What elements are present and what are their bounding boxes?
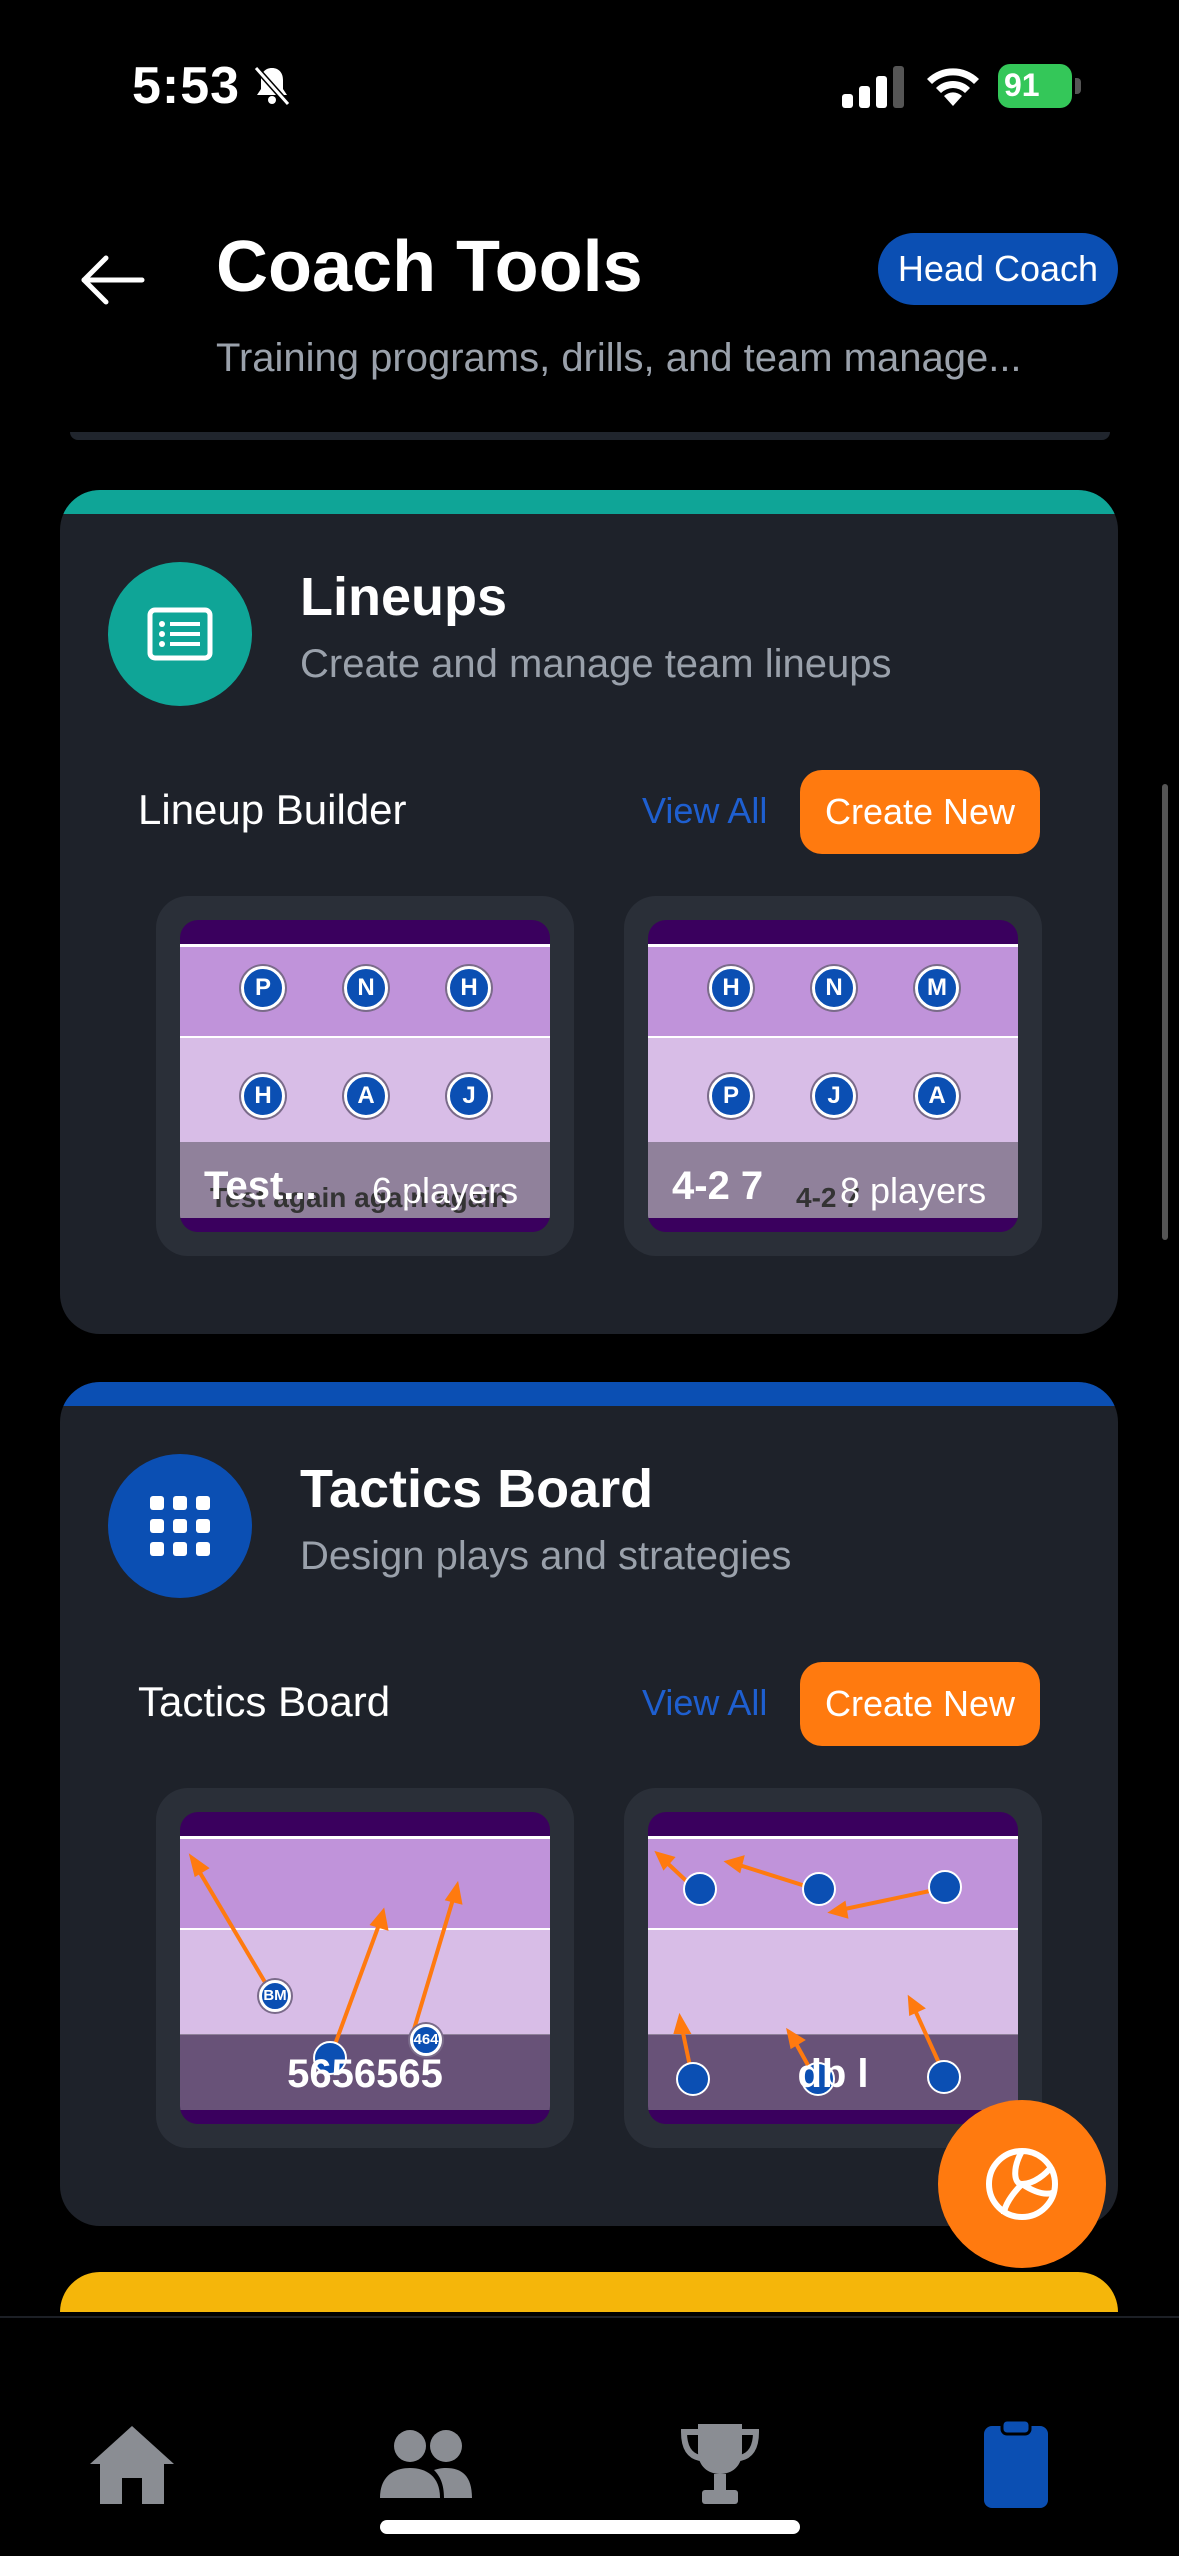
back-arrow-icon[interactable]: [72, 240, 152, 320]
player-marker: [801, 2062, 835, 2096]
player-marker: M: [915, 966, 959, 1010]
tactics-create-new-button[interactable]: Create New: [800, 1662, 1040, 1746]
page-subtitle: Training programs, drills, and team mana…: [216, 336, 1022, 380]
lineups-create-new-button[interactable]: Create New: [800, 770, 1040, 854]
status-bar: 5:53 91: [0, 0, 1179, 170]
lineup-name: Test...: [204, 1164, 317, 1208]
court-preview: P N H H A J Test again again again Test.…: [180, 920, 550, 1232]
lineups-accent-stripe: [60, 490, 1118, 514]
tactics-view-all-link[interactable]: View All: [642, 1682, 768, 1723]
volleyball-fab-button[interactable]: [938, 2100, 1106, 2268]
cell-signal-icon: [842, 66, 904, 108]
battery-level: 91: [1004, 67, 1040, 103]
player-marker: [313, 2041, 347, 2075]
player-marker: [676, 2062, 710, 2096]
tactic-name: db l: [797, 2052, 869, 2096]
tactic-name: 5656565: [287, 2052, 443, 2096]
player-marker: H: [709, 966, 753, 1010]
lineup-player-count: 8 players: [840, 1170, 987, 1211]
tab-bar: [0, 2316, 1179, 2556]
player-marker: A: [915, 1074, 959, 1118]
tactic-thumbnail[interactable]: BM 464 5656565: [156, 1788, 574, 2148]
lineups-view-all-link[interactable]: View All: [642, 790, 768, 831]
list-icon: [147, 607, 213, 661]
player-marker: 464: [410, 2024, 442, 2056]
next-card-stripe: [60, 2272, 1118, 2312]
page-title: Coach Tools: [216, 227, 643, 307]
lineup-builder-label: Lineup Builder: [138, 786, 407, 833]
court-preview: BM 464 5656565: [180, 1812, 550, 2124]
play-arrows: [188, 1853, 463, 2059]
tactics-accent-stripe: [60, 1382, 1118, 1406]
lineups-description: Create and manage team lineups: [300, 642, 892, 686]
lineup-thumbnail[interactable]: H N M P J A 4-2 7 4-2 7 8 players: [624, 896, 1042, 1256]
lineups-card: Lineups Create and manage team lineups L…: [60, 490, 1118, 1334]
court-preview: H N M P J A 4-2 7 4-2 7 8 players: [648, 920, 1018, 1232]
lineup-player-count: 6 players: [372, 1170, 519, 1211]
player-marker: H: [241, 1074, 285, 1118]
player-marker: [802, 1872, 836, 1906]
player-marker: J: [812, 1074, 856, 1118]
lineups-icon-circle: [108, 562, 252, 706]
scroll-indicator[interactable]: [1162, 784, 1168, 1240]
role-badge: Head Coach: [878, 233, 1118, 305]
wifi-icon: [927, 68, 979, 106]
lineup-thumbnail[interactable]: P N H H A J Test again again again Test.…: [156, 896, 574, 1256]
lineup-ghost-name: 4-2 7: [796, 1182, 860, 1213]
player-marker: P: [709, 1074, 753, 1118]
court-preview: db l: [648, 1812, 1018, 2124]
header-divider: [70, 432, 1110, 440]
clipboard-icon[interactable]: [966, 2418, 1066, 2508]
lineup-ghost-name: Test again again again: [210, 1182, 509, 1213]
player-marker: [928, 1870, 962, 1904]
tactics-board-label: Tactics Board: [138, 1678, 391, 1725]
team-icon[interactable]: [376, 2418, 476, 2508]
volleyball-icon: [986, 2148, 1058, 2220]
player-marker: [927, 2060, 961, 2094]
lineup-name: 4-2 7: [672, 1164, 764, 1208]
tactic-thumbnail[interactable]: db l: [624, 1788, 1042, 2148]
player-marker: N: [812, 966, 856, 1010]
battery-icon: 91: [998, 64, 1082, 108]
bell-muted-icon: [253, 66, 291, 106]
tactics-description: Design plays and strategies: [300, 1534, 792, 1578]
player-marker: N: [344, 966, 388, 1010]
home-indicator: [380, 2520, 800, 2534]
status-time: 5:53: [132, 57, 241, 115]
player-marker: BM: [259, 1980, 291, 2012]
tactics-title: Tactics Board: [300, 1459, 654, 1519]
player-marker: P: [241, 966, 285, 1010]
grid-icon: [150, 1496, 210, 1556]
player-marker: A: [344, 1074, 388, 1118]
tactics-card: Tactics Board Design plays and strategie…: [60, 1382, 1118, 2226]
tactics-icon-circle: [108, 1454, 252, 1598]
lineups-title: Lineups: [300, 567, 508, 627]
player-marker: J: [447, 1074, 491, 1118]
player-marker: H: [447, 966, 491, 1010]
player-marker: [683, 1872, 717, 1906]
trophy-icon[interactable]: [670, 2418, 770, 2508]
home-icon[interactable]: [82, 2418, 182, 2508]
